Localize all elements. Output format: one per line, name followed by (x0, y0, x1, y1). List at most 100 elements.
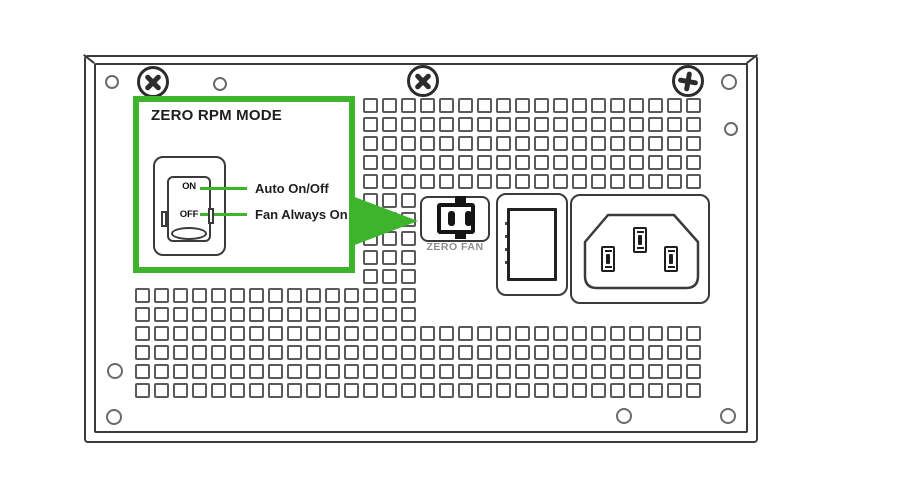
vent-hole (667, 117, 682, 132)
vent-hole (591, 383, 606, 398)
vent-hole (173, 345, 188, 360)
vent-hole (610, 383, 625, 398)
vent-hole (363, 326, 378, 341)
vent-hole (211, 383, 226, 398)
vent-hole (325, 345, 340, 360)
vent-hole (648, 98, 663, 113)
vent-hole (572, 326, 587, 341)
vent-hole (648, 364, 663, 379)
vent-hole (477, 326, 492, 341)
vent-hole (135, 383, 150, 398)
vent-hole (192, 307, 207, 322)
vent-hole (363, 174, 378, 189)
vent-hole (667, 364, 682, 379)
vent-hole (154, 383, 169, 398)
switch-off-label: OFF (179, 209, 199, 220)
vent-hole (211, 326, 226, 341)
zero-fan-label: ZERO FAN (426, 241, 484, 253)
vent-hole (306, 364, 321, 379)
vent-hole (382, 193, 397, 208)
vent-hole (648, 345, 663, 360)
vent-hole (591, 364, 606, 379)
vent-hole (629, 155, 644, 170)
phillips-screw-icon (672, 65, 704, 97)
vent-hole (173, 364, 188, 379)
vent-hole (553, 364, 568, 379)
vent-hole (135, 307, 150, 322)
vent-hole (648, 174, 663, 189)
vent-hole (515, 364, 530, 379)
vent-hole (401, 383, 416, 398)
vent-hole (439, 383, 454, 398)
vent-hole (287, 326, 302, 341)
vent-hole (496, 136, 511, 151)
vent-hole (249, 288, 264, 303)
vent-hole (439, 136, 454, 151)
vent-hole (553, 155, 568, 170)
vent-hole (686, 98, 701, 113)
vent-hole (648, 117, 663, 132)
vent-hole (401, 250, 416, 265)
vent-hole (629, 117, 644, 132)
vent-hole (363, 288, 378, 303)
vent-hole (610, 364, 625, 379)
vent-hole (572, 174, 587, 189)
vent-hole (439, 98, 454, 113)
vent-hole (572, 98, 587, 113)
vent-hole (192, 345, 207, 360)
vent-hole (629, 345, 644, 360)
vent-hole (154, 288, 169, 303)
vent-hole (496, 364, 511, 379)
vent-hole (382, 326, 397, 341)
rocker-pivot-notch (161, 211, 167, 227)
vent-hole (306, 383, 321, 398)
vent-hole (382, 364, 397, 379)
vent-hole (629, 383, 644, 398)
vent-hole (629, 174, 644, 189)
screw-hole (721, 74, 737, 90)
phillips-screw-icon (407, 65, 439, 97)
vent-hole (306, 345, 321, 360)
vent-hole (230, 326, 245, 341)
vent-hole (439, 117, 454, 132)
vent-hole (629, 98, 644, 113)
vent-hole (515, 117, 530, 132)
vent-hole (458, 136, 473, 151)
vent-hole (553, 326, 568, 341)
vent-hole (458, 383, 473, 398)
vent-hole (382, 250, 397, 265)
vent-hole (496, 345, 511, 360)
vent-hole (344, 288, 359, 303)
ac-pin-earth (633, 227, 647, 253)
vent-hole (534, 155, 549, 170)
vent-hole (667, 345, 682, 360)
screw-hole (106, 409, 122, 425)
vent-hole (211, 345, 226, 360)
vent-hole (667, 326, 682, 341)
vent-hole (325, 288, 340, 303)
vent-hole (439, 155, 454, 170)
vent-hole (401, 98, 416, 113)
vent-hole (648, 136, 663, 151)
switch-clip (455, 196, 466, 204)
vent-hole (154, 326, 169, 341)
vent-hole (192, 288, 207, 303)
vent-hole (610, 326, 625, 341)
screw-hole (105, 75, 119, 89)
vent-hole (268, 345, 283, 360)
vent-hole (439, 174, 454, 189)
power-rocker-face (507, 208, 557, 281)
vent-hole (458, 117, 473, 132)
vent-hole (572, 364, 587, 379)
vent-hole (496, 383, 511, 398)
vent-hole (268, 364, 283, 379)
vent-hole (420, 326, 435, 341)
vent-hole (686, 345, 701, 360)
vent-hole (230, 383, 245, 398)
vent-hole (648, 155, 663, 170)
vent-hole (572, 155, 587, 170)
vent-hole (382, 231, 397, 246)
vent-hole (154, 307, 169, 322)
vent-hole (382, 383, 397, 398)
vent-hole (401, 326, 416, 341)
